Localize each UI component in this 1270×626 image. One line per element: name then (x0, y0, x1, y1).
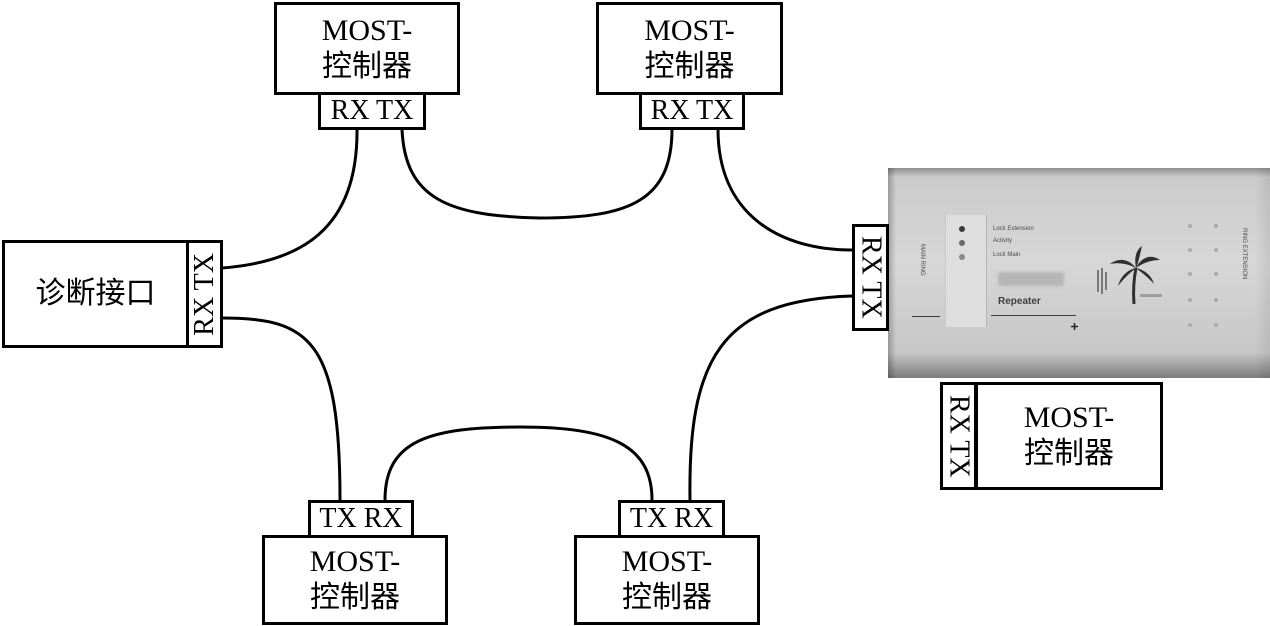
diagnostic-label: 诊断接口 (35, 277, 156, 310)
indicator-dot (1188, 272, 1192, 276)
port-label: RX TX (650, 95, 734, 126)
model-rule (991, 315, 1076, 316)
port-bottom-left: TX RX (308, 500, 414, 538)
repeater-model-label: Repeater (998, 296, 1041, 307)
port-label: RX TX (330, 95, 414, 126)
indicator-dot (1214, 298, 1218, 302)
led-indicator (959, 226, 965, 232)
port-top-left: RX TX (318, 92, 426, 130)
most-controller-top-right: MOST- 控制器 (596, 2, 783, 95)
cable-diagnostic-to-bottom-left (220, 316, 342, 502)
port-label: RX TX (855, 236, 887, 319)
controller-title: MOST- (644, 13, 735, 47)
indicator-dot (1188, 248, 1192, 252)
controller-title: MOST- (309, 545, 401, 578)
port-diagnostic: RX TX (186, 240, 223, 348)
controller-title: MOST- (321, 13, 413, 47)
controller-subtitle: 控制器 (622, 581, 712, 614)
controller-title: MOST- (621, 545, 713, 578)
port-label: TX RX (319, 503, 403, 534)
cable-top-left-to-top-right (400, 127, 674, 220)
brand-print (998, 272, 1064, 286)
most-controller-top-left: MOST- 控制器 (274, 2, 460, 95)
controller-subtitle: 控制器 (310, 581, 400, 614)
led-panel (945, 215, 987, 327)
indicator-dot (1188, 298, 1192, 302)
port-repeater: RX TX (852, 224, 889, 331)
plus-marker-icon (1071, 317, 1078, 330)
led-label-lock-main: Lock Main (993, 252, 1021, 258)
cable-bottom-center-to-repeater (688, 294, 854, 502)
most-controller-bottom-left: MOST- 控制器 (262, 535, 448, 625)
port-label: TX RX (629, 503, 714, 534)
controller-title: MOST- (1023, 401, 1115, 434)
led-indicator (959, 240, 965, 246)
cable-diagnostic-to-top-left (220, 127, 359, 270)
indicator-dot (1188, 323, 1192, 327)
indicator-dot (1214, 323, 1218, 327)
main-ring-rule (912, 316, 940, 317)
controller-subtitle: 控制器 (644, 49, 735, 83)
indicator-dot (1214, 248, 1218, 252)
palm-tree-logo-icon (1094, 246, 1164, 308)
led-indicator (959, 254, 965, 260)
port-bottom-center: TX RX (618, 500, 725, 538)
diagnostic-interface: 诊断接口 (2, 240, 189, 348)
port-label: RX TX (188, 252, 220, 336)
led-label-activity: Activity (993, 238, 1013, 244)
cable-top-right-to-repeater (716, 127, 854, 252)
indicator-dot (1214, 224, 1218, 228)
repeater-device-photo: MAIN RING Lock Extension Activity Lock M… (888, 168, 1270, 378)
main-ring-label: MAIN RING (919, 244, 925, 276)
indicator-dot (1188, 224, 1192, 228)
port-top-right: RX TX (639, 92, 745, 130)
led-label-lock-extension: Lock Extension (993, 226, 1034, 232)
most-controller-bottom-center: MOST- 控制器 (574, 535, 760, 625)
most-controller-right: MOST- 控制器 (975, 382, 1163, 490)
controller-subtitle: 控制器 (1024, 437, 1114, 470)
port-right: RX TX (940, 382, 977, 490)
indicator-dot (1214, 272, 1218, 276)
ring-extension-label: RING EXTENSION (1241, 228, 1247, 280)
port-label: RX TX (943, 394, 975, 478)
cable-bottom-left-to-bottom-center (383, 425, 654, 502)
controller-subtitle: 控制器 (322, 49, 412, 83)
